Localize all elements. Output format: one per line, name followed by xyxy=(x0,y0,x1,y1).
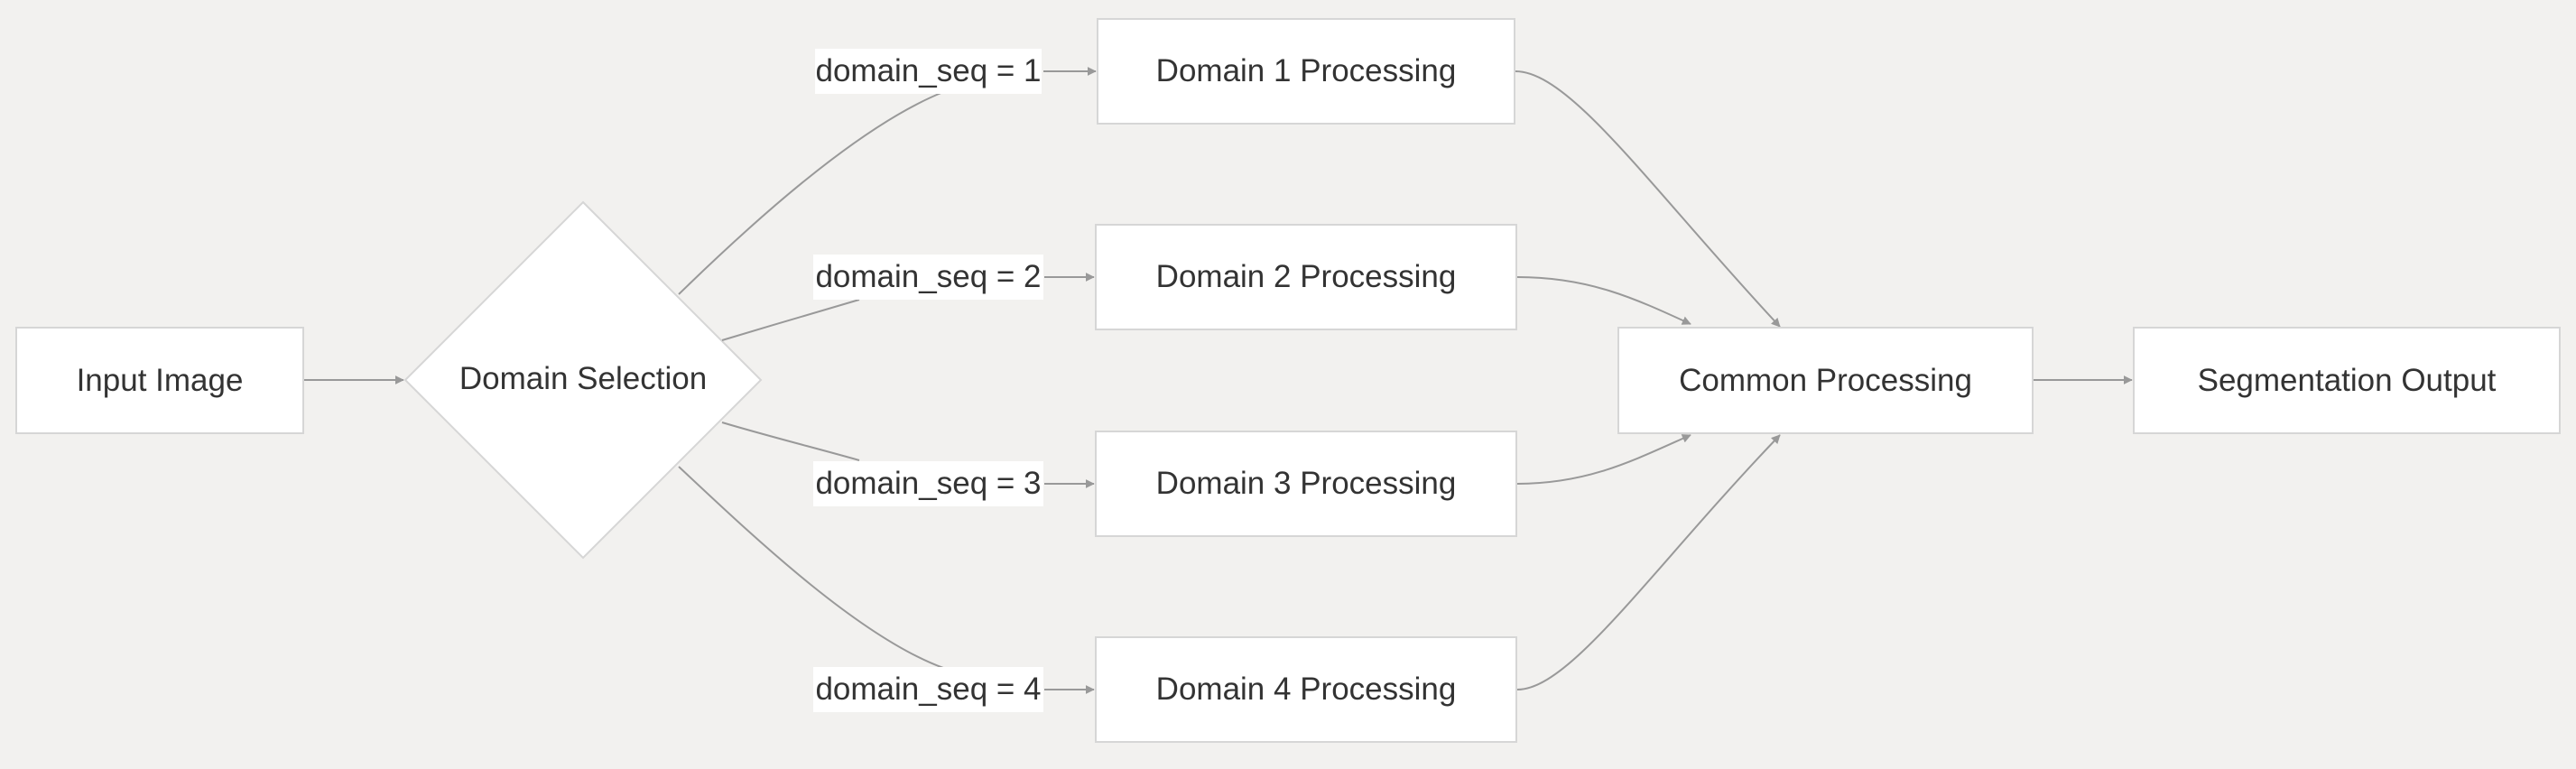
edge-selection-to-domain2 xyxy=(721,299,860,341)
edge-label-seq4-text: domain_seq = 4 xyxy=(815,672,1042,707)
edge-label-seq2: domain_seq = 2 xyxy=(813,255,1043,300)
edge-label-seq3: domain_seq = 3 xyxy=(813,461,1043,506)
input-image-label: Input Image xyxy=(76,362,244,398)
domain1-processing-node: Domain 1 Processing xyxy=(1097,18,1515,125)
domain4-processing-node: Domain 4 Processing xyxy=(1095,636,1517,743)
domain-selection-diamond xyxy=(403,200,763,560)
domain-selection-node: Domain Selection xyxy=(405,201,761,557)
domain3-processing-label: Domain 3 Processing xyxy=(1155,466,1457,501)
edge-selection-to-domain1 xyxy=(678,91,944,295)
segmentation-output-label: Segmentation Output xyxy=(2197,362,2497,398)
edge-selection-to-domain3 xyxy=(721,422,860,461)
common-processing-node: Common Processing xyxy=(1617,327,2034,434)
edge-domain1-to-common xyxy=(1515,70,1781,328)
edge-domain4-to-common xyxy=(1516,434,1781,690)
edge-label-seq3-text: domain_seq = 3 xyxy=(815,466,1042,501)
domain1-processing-label: Domain 1 Processing xyxy=(1155,53,1457,88)
input-image-node: Input Image xyxy=(15,327,304,434)
edge-domain2-to-common xyxy=(1516,276,1691,325)
edge-domain3-to-common xyxy=(1516,434,1691,485)
domain-selection-label: Domain Selection xyxy=(459,361,708,396)
edge-label-seq2-text: domain_seq = 2 xyxy=(815,259,1042,294)
domain3-processing-node: Domain 3 Processing xyxy=(1095,431,1517,537)
domain2-processing-label: Domain 2 Processing xyxy=(1155,259,1457,294)
common-processing-label: Common Processing xyxy=(1679,362,1972,398)
edge-selection-to-domain4 xyxy=(678,466,944,669)
segmentation-output-node: Segmentation Output xyxy=(2133,327,2561,434)
domain4-processing-label: Domain 4 Processing xyxy=(1155,672,1457,707)
edge-label-seq1: domain_seq = 1 xyxy=(815,49,1042,94)
edge-label-seq4: domain_seq = 4 xyxy=(813,667,1043,712)
domain2-processing-node: Domain 2 Processing xyxy=(1095,224,1517,330)
edge-label-seq1-text: domain_seq = 1 xyxy=(815,53,1042,88)
